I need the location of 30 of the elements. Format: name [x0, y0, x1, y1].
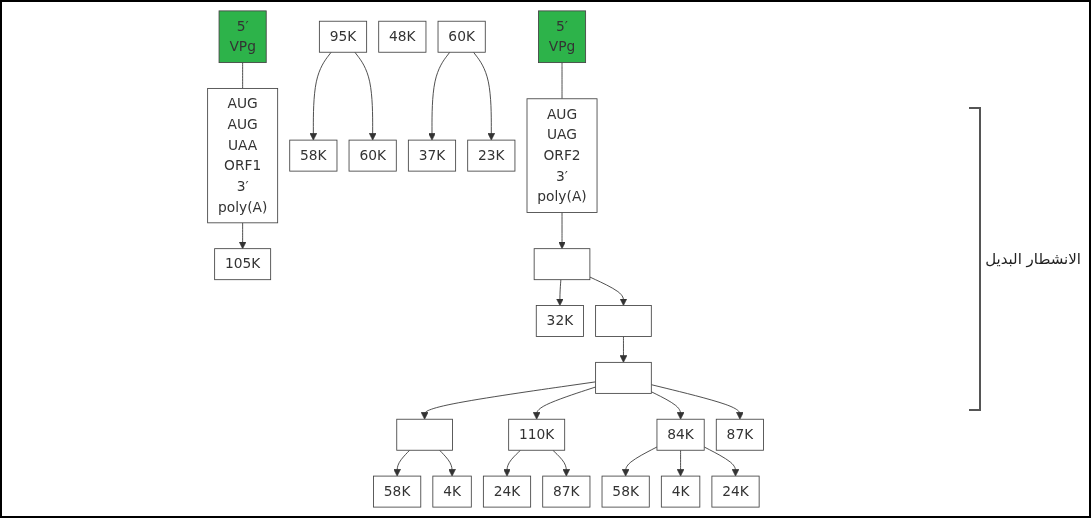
node-box [595, 305, 652, 337]
node-box: 87K [715, 418, 764, 451]
node-box: AUG UAG ORF2 3′ poly(A) [526, 98, 598, 213]
node-box: 4K [432, 475, 472, 508]
node-box: 37K [407, 139, 457, 172]
node-box: 84K [656, 418, 705, 451]
node-box: 48K [378, 20, 427, 53]
node-box [595, 361, 652, 394]
node-box: 4K [660, 475, 701, 508]
node-box: 60K [437, 20, 486, 53]
connector [561, 62, 563, 100]
node-box: AUG AUG UAA ORF1 3′ poly(A) [207, 88, 279, 224]
node-box: 60K [348, 139, 397, 172]
node-box: 95K [318, 20, 368, 53]
node-box: 58K [289, 139, 338, 172]
node-box: 58K [373, 475, 422, 508]
node-box [533, 248, 591, 281]
node-box: 23K [467, 139, 516, 172]
node-box: 5′ VPg [538, 10, 587, 63]
node-box: 110K [508, 418, 566, 451]
node-box: 24K [711, 475, 760, 508]
node-box: 5′ VPg [218, 10, 267, 63]
node-box: 105K [214, 248, 272, 281]
node-box [396, 418, 453, 451]
node-box: 87K [542, 475, 591, 508]
node-box: 58K [601, 475, 650, 508]
annotation-label: الانشطار البديل [985, 250, 1081, 268]
node-box: 32K [535, 305, 584, 337]
connector [242, 62, 244, 89]
node-box: 24K [482, 475, 532, 508]
